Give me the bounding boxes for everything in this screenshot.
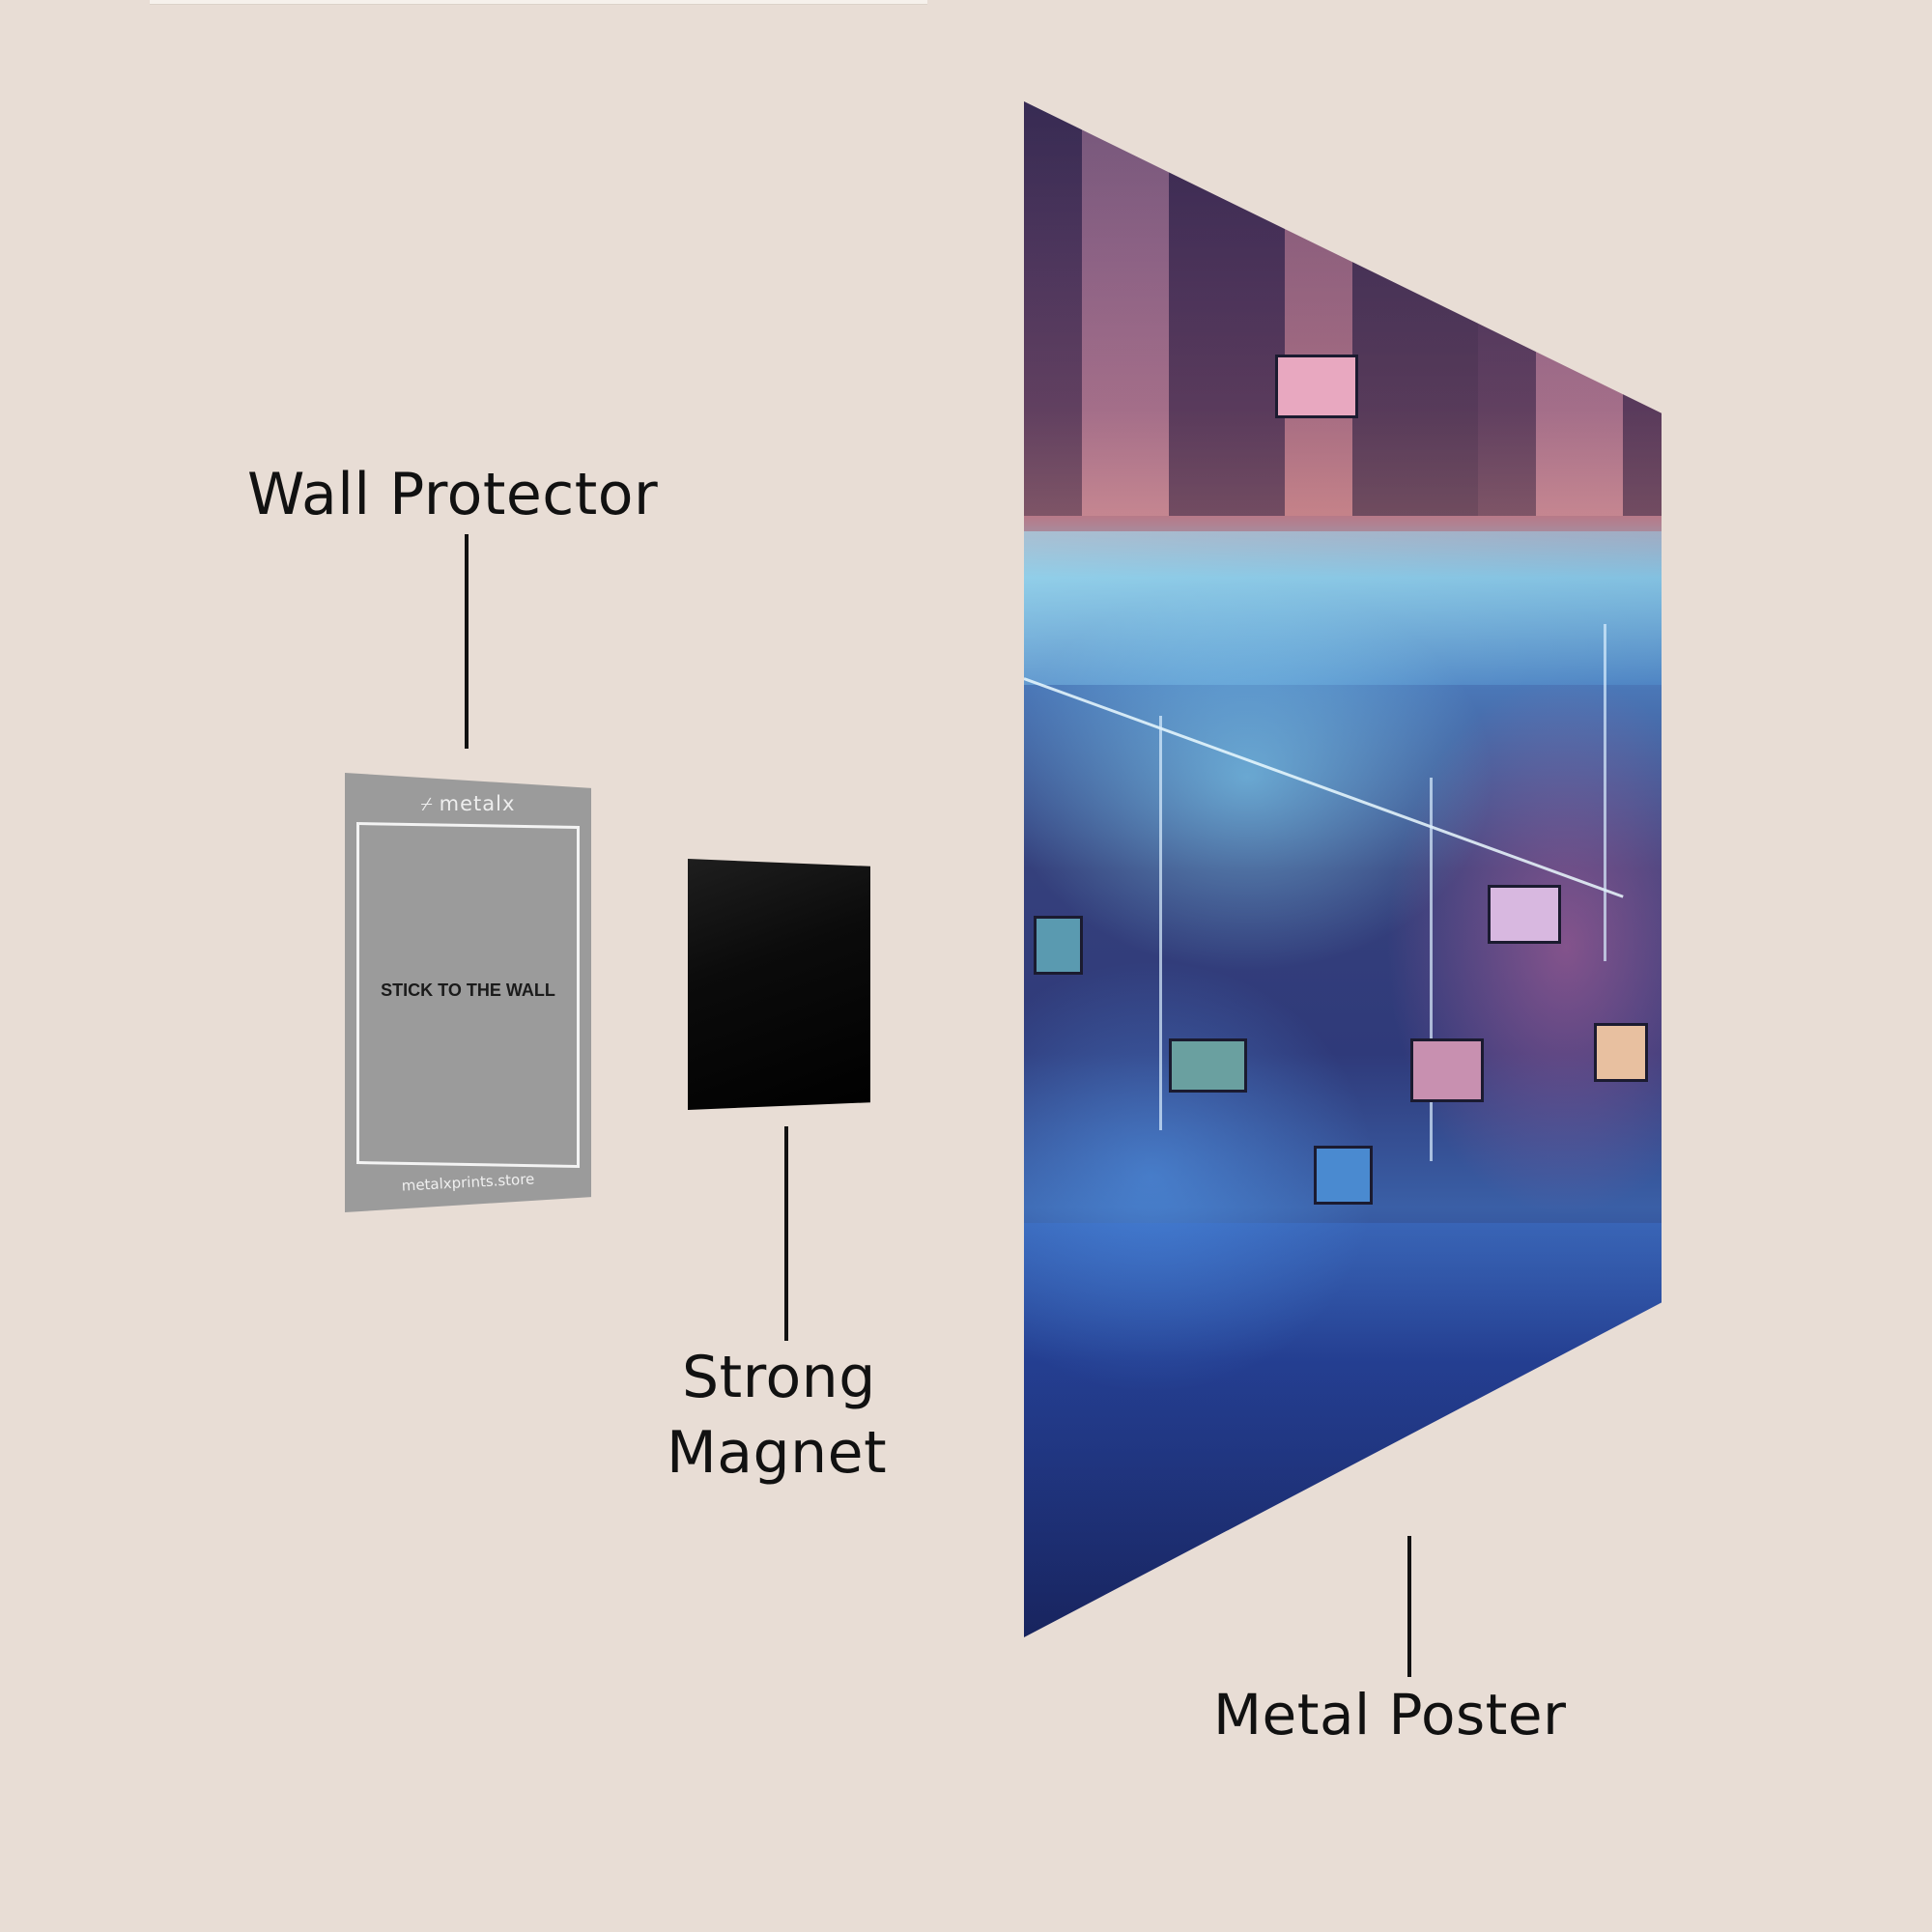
- metalx-logo-icon: ⌿: [420, 792, 434, 815]
- poster-glass-cube-top: [1024, 531, 1662, 686]
- poster-monitor: [1169, 1037, 1247, 1093]
- metalx-logo: ⌿metalx: [345, 792, 591, 815]
- wall-protector-leader-line: [465, 534, 469, 749]
- poster-monitor: [1594, 1023, 1648, 1082]
- strong-magnet-label-line1: Strong: [682, 1344, 876, 1411]
- wall-protector-label: Wall Protector: [247, 461, 659, 528]
- poster-monitor: [1314, 1146, 1373, 1206]
- poster-monitor: [1410, 1037, 1484, 1102]
- poster-cube-corner: [1430, 777, 1433, 1162]
- website-text: metalxprints.store: [401, 1170, 535, 1195]
- poster-cube-corner: [1604, 623, 1606, 962]
- stick-to-wall-text: STICK TO THE WALL: [381, 980, 555, 1000]
- poster-skyscrapers: [1024, 101, 1662, 517]
- poster-cube-corner: [1159, 716, 1162, 1131]
- poster-monitor: [1034, 915, 1083, 975]
- metalx-brand-name: metalx: [439, 792, 516, 815]
- metal-poster-artwork: [1024, 101, 1662, 1637]
- strong-magnet-label-line2: Magnet: [667, 1419, 888, 1487]
- strong-magnet-plate: [688, 859, 870, 1110]
- poster-cube-edge: [1024, 677, 1624, 898]
- top-edge-strip: [150, 0, 927, 5]
- poster-monitor: [1275, 355, 1358, 419]
- strong-magnet-leader-line: [784, 1126, 788, 1341]
- metal-poster-leader-line: [1407, 1536, 1411, 1677]
- poster-monitor: [1488, 884, 1561, 944]
- poster-floor-glow: [1024, 1222, 1662, 1637]
- metal-poster-label: Metal Poster: [1213, 1682, 1567, 1747]
- wall-protector-card: ⌿metalx STICK TO THE WALL metalxprints.s…: [345, 773, 591, 1212]
